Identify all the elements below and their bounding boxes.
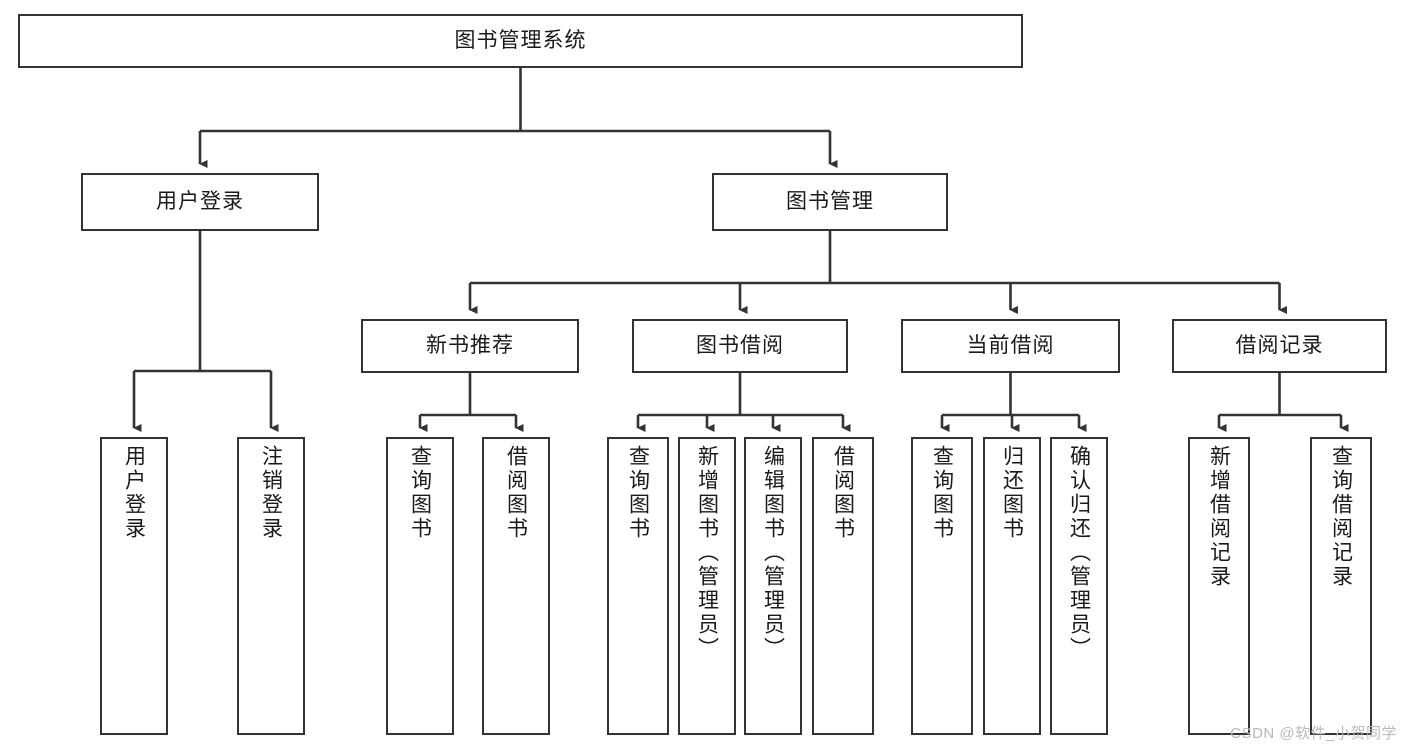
node-label-new-book-recommend: 新书推荐 xyxy=(426,334,514,358)
node-borrow-record[interactable]: 借阅记录 xyxy=(1172,319,1387,373)
node-leaf-add-borrow-record[interactable]: 新增借阅记录 xyxy=(1188,437,1250,735)
node-label-current-borrow: 当前借阅 xyxy=(966,334,1055,358)
node-current-borrow[interactable]: 当前借阅 xyxy=(901,319,1120,373)
node-book-management[interactable]: 图书管理 xyxy=(712,173,948,231)
node-leaf-query-book-borrow[interactable]: 查询图书 xyxy=(607,437,669,735)
node-label-leaf-edit-book-admin: 编辑图书（管理员） xyxy=(761,445,785,661)
node-leaf-borrow-book[interactable]: 借阅图书 xyxy=(812,437,874,735)
node-label-leaf-add-book-admin: 新增图书（管理员） xyxy=(695,445,719,661)
node-label-leaf-query-book-borrow: 查询图书 xyxy=(626,445,650,541)
node-label-leaf-query-book-recommend: 查询图书 xyxy=(408,445,432,541)
node-leaf-confirm-return-admin[interactable]: 确认归还（管理员） xyxy=(1050,437,1108,735)
node-leaf-logout-login[interactable]: 注销登录 xyxy=(237,437,305,735)
node-leaf-add-book-admin[interactable]: 新增图书（管理员） xyxy=(678,437,736,735)
node-label-leaf-query-book-current: 查询图书 xyxy=(930,445,954,541)
node-label-root: 图书管理系统 xyxy=(454,29,587,53)
node-label-book-borrow: 图书借阅 xyxy=(696,334,784,358)
node-book-borrow[interactable]: 图书借阅 xyxy=(632,319,848,373)
node-label-leaf-borrow-book-recommend: 借阅图书 xyxy=(504,445,528,541)
node-label-leaf-add-borrow-record: 新增借阅记录 xyxy=(1207,445,1231,589)
node-root[interactable]: 图书管理系统 xyxy=(18,14,1023,68)
node-label-user-login: 用户登录 xyxy=(156,190,244,214)
node-leaf-user-login[interactable]: 用户登录 xyxy=(100,437,168,735)
node-label-leaf-borrow-book: 借阅图书 xyxy=(831,445,855,541)
node-user-login[interactable]: 用户登录 xyxy=(81,173,319,231)
node-label-borrow-record: 借阅记录 xyxy=(1235,334,1324,358)
node-leaf-edit-book-admin[interactable]: 编辑图书（管理员） xyxy=(744,437,802,735)
node-label-leaf-return-book: 归还图书 xyxy=(1000,445,1024,541)
node-new-book-recommend[interactable]: 新书推荐 xyxy=(361,319,579,373)
node-leaf-query-book-recommend[interactable]: 查询图书 xyxy=(386,437,454,735)
node-label-book-management: 图书管理 xyxy=(786,190,874,214)
node-leaf-query-book-current[interactable]: 查询图书 xyxy=(911,437,973,735)
connector-lines xyxy=(132,68,1349,433)
node-label-leaf-logout-login: 注销登录 xyxy=(259,445,283,541)
node-label-leaf-user-login: 用户登录 xyxy=(122,445,146,541)
node-leaf-query-borrow-record[interactable]: 查询借阅记录 xyxy=(1310,437,1372,735)
node-leaf-borrow-book-recommend[interactable]: 借阅图书 xyxy=(482,437,550,735)
node-label-leaf-query-borrow-record: 查询借阅记录 xyxy=(1329,445,1353,589)
node-label-leaf-confirm-return-admin: 确认归还（管理员） xyxy=(1067,445,1091,661)
node-leaf-return-book[interactable]: 归还图书 xyxy=(983,437,1041,735)
